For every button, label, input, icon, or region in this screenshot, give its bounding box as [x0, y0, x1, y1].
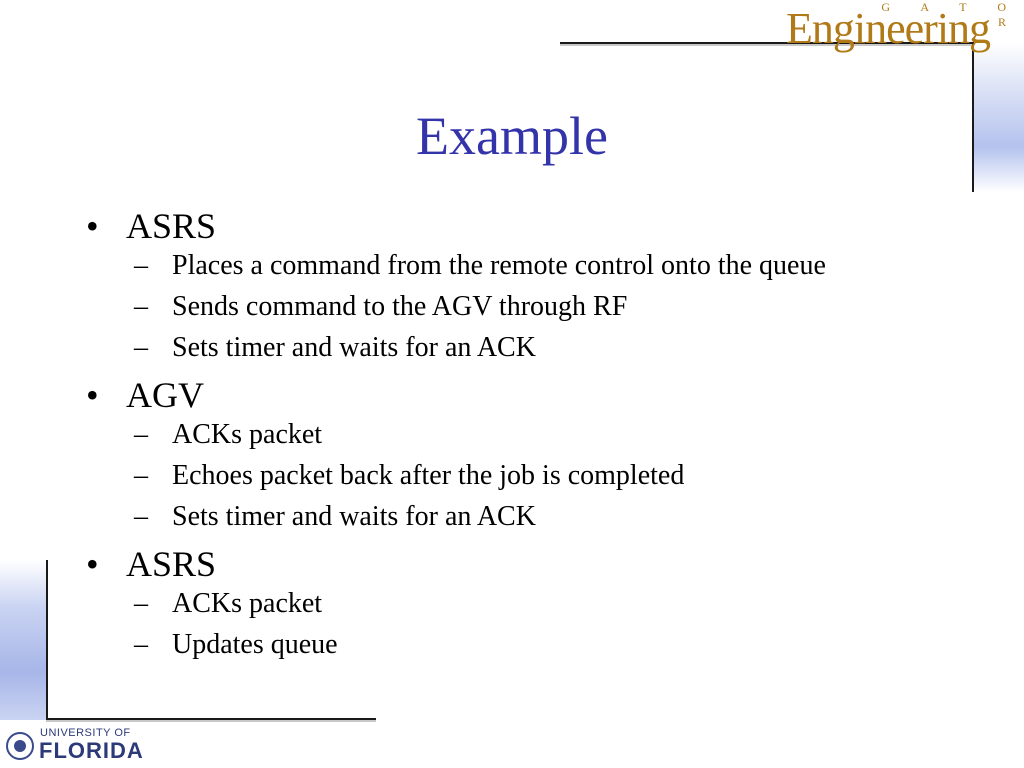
bullet-item: • ASRS — [86, 542, 926, 586]
gator-logo-small: G A T O R — [881, 0, 1020, 29]
left-decorative-strip — [0, 560, 46, 720]
sub-bullet-item: –Echoes packet back after the job is com… — [86, 460, 926, 492]
bullet-label: AGV — [126, 375, 204, 415]
uf-logo-small: UNIVERSITY OF — [40, 727, 131, 739]
sub-bullet-text: Sends command to the AGV through RF — [172, 291, 628, 322]
dash-icon: – — [134, 588, 148, 619]
sub-bullet-text: Sets timer and waits for an ACK — [172, 332, 536, 363]
bullet-item: • ASRS — [86, 204, 926, 248]
bullet-icon: • — [86, 544, 99, 584]
uf-seal-icon — [6, 732, 34, 760]
footer-rule — [46, 718, 376, 720]
sub-bullet-text: Updates queue — [172, 629, 338, 660]
dash-icon: – — [134, 629, 148, 660]
right-decorative-strip — [974, 42, 1024, 192]
right-strip-edge — [972, 42, 974, 192]
sub-bullet-item: –Updates queue — [86, 629, 926, 661]
bullet-item: • AGV — [86, 373, 926, 417]
dash-icon: – — [134, 291, 148, 322]
bullet-icon: • — [86, 206, 99, 246]
sub-bullet-item: –Sets timer and waits for an ACK — [86, 501, 926, 533]
bullet-icon: • — [86, 375, 99, 415]
dash-icon: – — [134, 250, 148, 281]
sub-bullet-item: –Sends command to the AGV through RF — [86, 291, 926, 323]
dash-icon: – — [134, 419, 148, 450]
dash-icon: – — [134, 460, 148, 491]
sub-bullet-item: –ACKs packet — [86, 419, 926, 451]
sub-bullet-item: –Sets timer and waits for an ACK — [86, 332, 926, 364]
sub-bullet-item: –Places a command from the remote contro… — [86, 250, 926, 282]
header-rule-shadow — [560, 44, 974, 46]
sub-bullet-text: Sets timer and waits for an ACK — [172, 501, 536, 532]
footer-rule-shadow — [46, 720, 376, 722]
uf-logo-main: FLORIDA — [39, 738, 144, 763]
left-strip-edge — [46, 560, 48, 720]
bullet-label: ASRS — [126, 544, 217, 584]
bullet-label: ASRS — [126, 206, 217, 246]
slide-title: Example — [416, 106, 608, 166]
sub-bullet-text: ACKs packet — [172, 588, 323, 619]
engineering-logo: Engineering — [786, 4, 991, 53]
dash-icon: – — [134, 332, 148, 363]
sub-bullet-text: Echoes packet back after the job is comp… — [172, 460, 685, 491]
dash-icon: – — [134, 501, 148, 532]
header-rule — [560, 42, 974, 44]
sub-bullet-item: –ACKs packet — [86, 588, 926, 620]
bullet-list: •ASRS–Places a command from the remote c… — [86, 204, 926, 670]
sub-bullet-text: ACKs packet — [172, 419, 323, 450]
sub-bullet-text: Places a command from the remote control… — [172, 250, 826, 281]
